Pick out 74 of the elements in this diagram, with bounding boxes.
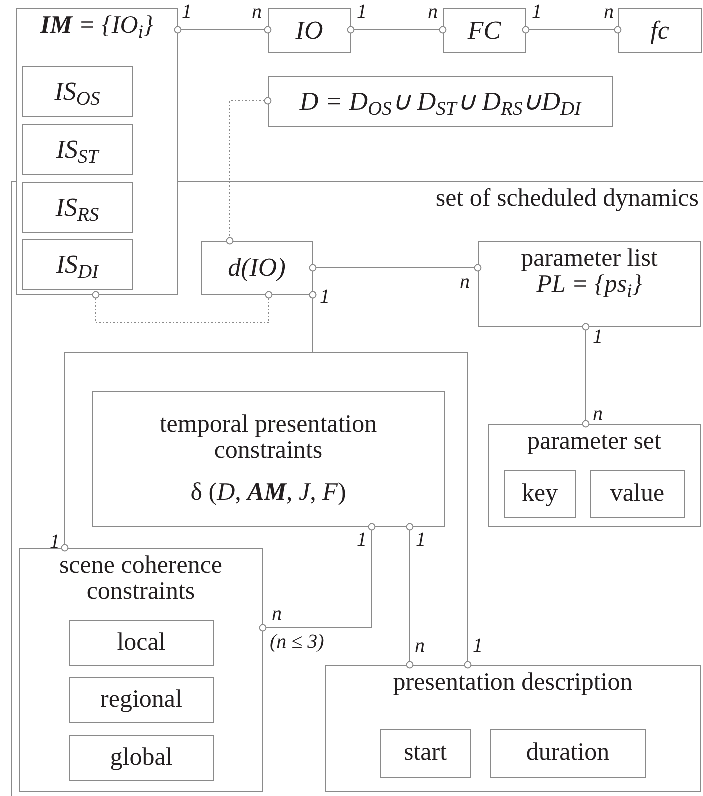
box-label: regional — [100, 686, 182, 714]
entity-box — [488, 424, 701, 527]
multiplicity-label: n — [415, 636, 425, 656]
multiplicity-label: 1 — [357, 530, 367, 550]
box-heading: presentation description — [393, 670, 633, 696]
formula-text: δ (D, AM, J, F) — [190, 480, 346, 506]
box-heading: temporal presentation constraints — [158, 412, 378, 464]
constraint-type-box — [69, 735, 214, 781]
multiplicity-label: 1 — [182, 2, 192, 22]
box-label: d(IO) — [228, 254, 286, 282]
entity-box — [325, 665, 701, 792]
multiplicity-label: 1 — [593, 327, 603, 347]
multiplicity-label: 1 — [473, 636, 483, 656]
multiplicity-label: 1 — [532, 2, 542, 22]
box-label: D = D$_{OS}$∪ D$_{ST}$∪ D$_{RS}$∪D$_{DI}$ — [300, 88, 582, 116]
attribute-box — [590, 470, 685, 518]
box-label: FC — [468, 16, 502, 44]
constraint-box — [92, 391, 445, 527]
box-heading: parameter set — [528, 429, 662, 456]
attribute-box — [380, 729, 471, 778]
box-label: IS$_{ST}$ — [56, 136, 99, 164]
formula-box — [268, 76, 613, 127]
box-label: start — [404, 740, 448, 767]
multiplicity-label: n — [428, 2, 438, 22]
multiplicity-label: 1 — [357, 2, 367, 22]
box-heading: parameter list — [521, 246, 658, 272]
entity-box — [478, 241, 701, 327]
box-label: global — [110, 744, 173, 772]
connector-line — [347, 26, 447, 34]
box-label: IS$_{OS}$ — [54, 78, 100, 106]
constraint-box — [19, 548, 263, 792]
multiplicity-label: (n ≤ 3) — [270, 632, 324, 652]
multiplicity-label: n — [460, 272, 470, 292]
subset-box — [22, 124, 133, 175]
entity-box — [268, 8, 351, 53]
subset-box — [22, 182, 133, 233]
connector-line — [309, 291, 472, 669]
connector-line — [406, 523, 414, 669]
formula-text: PL = {ps$_{i}$} — [536, 272, 642, 298]
multiplicity-label: 1 — [320, 287, 330, 307]
box-label: value — [610, 480, 665, 508]
connector-line — [309, 264, 482, 272]
box-label: duration — [526, 740, 610, 767]
attribute-box — [504, 470, 576, 518]
multiplicity-label: n — [272, 604, 282, 624]
box-label: IO — [296, 16, 324, 44]
box-label: IS$_{RS}$ — [56, 194, 100, 222]
multiplicity-label: n — [593, 404, 603, 424]
connector-line — [522, 26, 622, 34]
region-frame — [11, 181, 703, 796]
constraint-type-box — [69, 620, 214, 666]
entity-box — [618, 8, 702, 53]
attribute-box — [490, 729, 646, 778]
multiplicity-label: 1 — [50, 532, 60, 552]
dotted-connector — [226, 97, 272, 245]
constraint-type-box — [69, 677, 214, 723]
box-heading: scene coherence constraints — [58, 553, 224, 606]
entity-box — [201, 241, 313, 295]
subset-box — [22, 66, 133, 117]
dotted-connector — [92, 291, 273, 324]
box-label: fc — [650, 16, 670, 44]
multiplicity-label: n — [252, 2, 262, 22]
subset-box — [22, 239, 133, 290]
box-heading: IM = {IO$_{i}$} — [40, 13, 154, 40]
connector-line — [259, 523, 376, 632]
box-label: IS$_{DI}$ — [56, 250, 99, 278]
box-heading: set of scheduled dynamics — [436, 186, 699, 212]
multiplicity-label: 1 — [416, 530, 426, 550]
box-label: key — [522, 480, 558, 508]
connector-line — [174, 26, 272, 34]
connector-line — [582, 323, 590, 428]
box-label: local — [117, 630, 166, 656]
entity-box — [443, 8, 526, 53]
multiplicity-label: n — [604, 2, 614, 22]
